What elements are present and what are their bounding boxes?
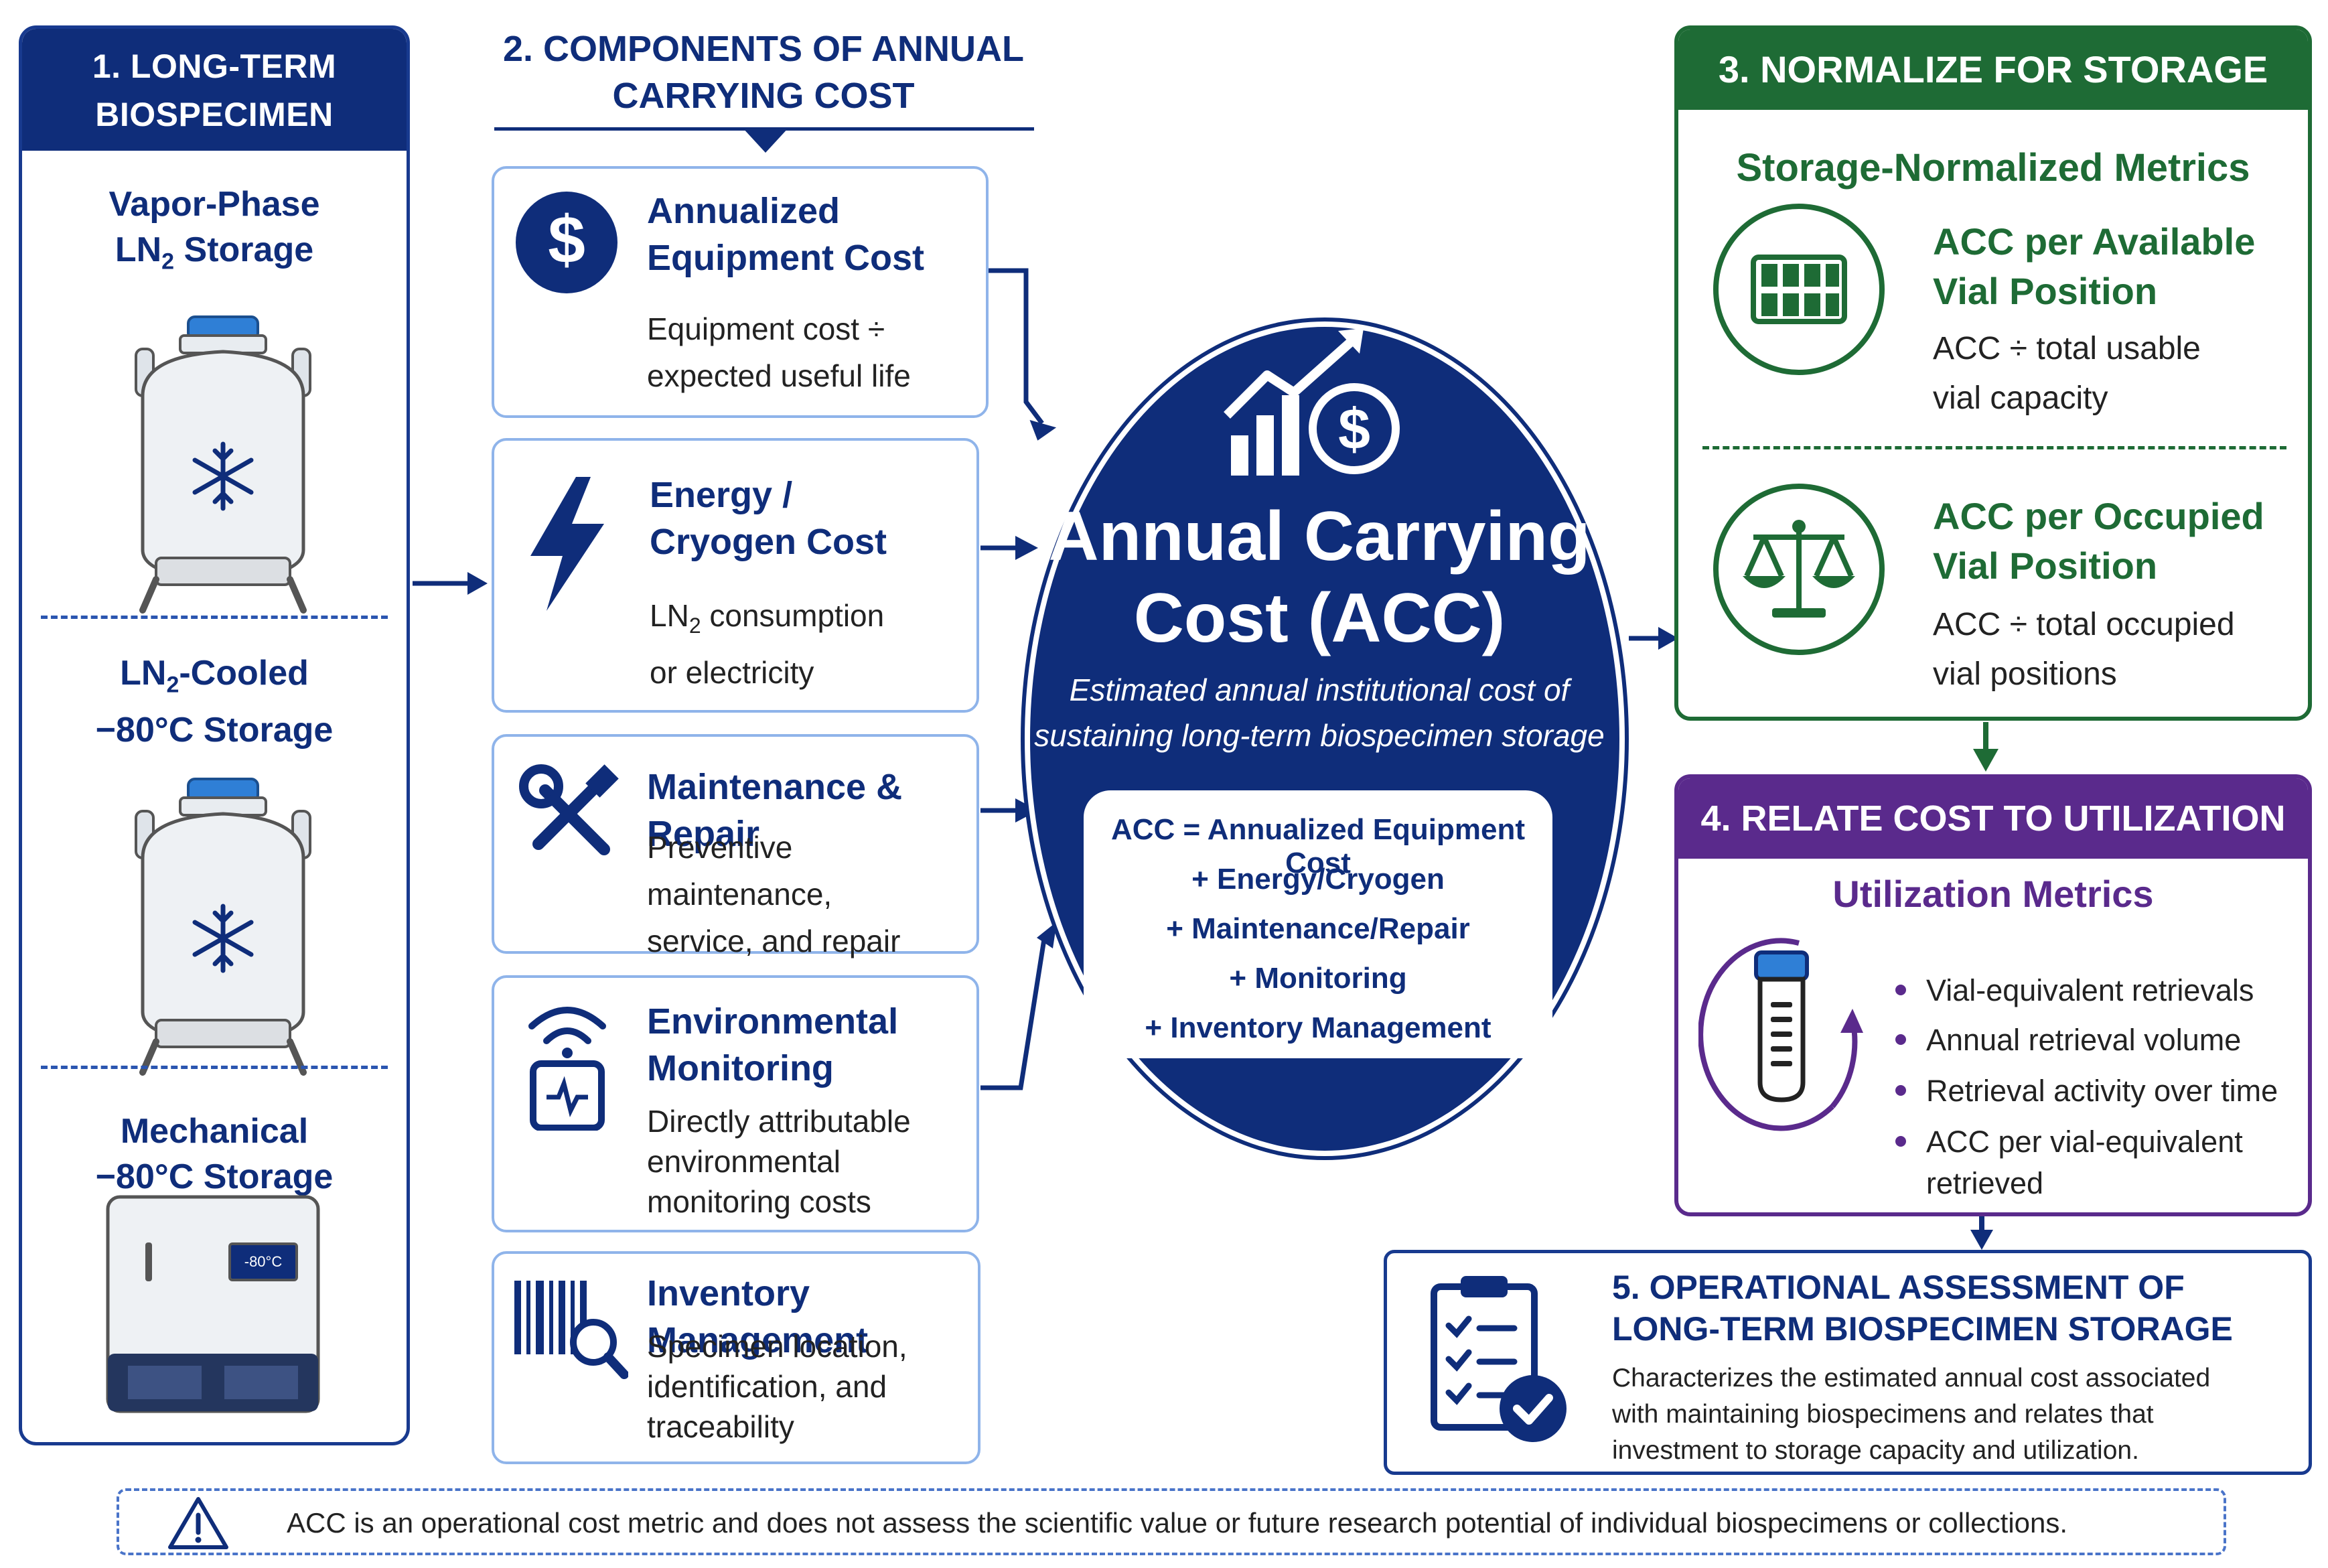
storage-panel: 1. LONG-TERM BIOSPECIMEN STORAGE Vapor-P… — [19, 25, 410, 1445]
normalize-subheader: Storage-Normalized Metrics — [1736, 146, 2250, 190]
footer-disclaimer: ACC is an operational cost metric and do… — [117, 1488, 2226, 1555]
equipment-cost-desc: Equipment cost ÷ expected useful life — [647, 311, 911, 393]
tools-icon — [519, 764, 619, 855]
component-connector-arrows — [980, 268, 1057, 1090]
normalize-panel: 3. NORMALIZE FOR STORAGE SCALE Storage-N… — [1674, 25, 2312, 721]
utilization-bullet: ACC per vial-equivalent — [1895, 1121, 2243, 1163]
cost-growth-icon: $ — [1224, 328, 1400, 476]
dollar-icon: $ — [516, 192, 617, 293]
formula-line: + Maintenance/Repair — [1166, 912, 1470, 945]
energy-cost-desc: LN2 consumption or electricity — [650, 598, 885, 691]
normalize-panel-header: 3. NORMALIZE FOR STORAGE SCALE — [1678, 29, 2308, 171]
ln2-tank-icon — [135, 315, 311, 614]
assessment-panel: 5. OPERATIONAL ASSESSMENT OF LONG-TERM B… — [1384, 1250, 2312, 1475]
formula-line: + Monitoring — [1229, 962, 1407, 995]
assessment-desc: Characterizes the estimated annual cost … — [1612, 1364, 2211, 1465]
mechanical-line1: Mechanical — [120, 1112, 309, 1151]
vapor-phase-line1: Vapor-Phase — [108, 185, 320, 224]
footer-text: ACC is an operational cost metric and do… — [287, 1507, 2068, 1539]
warning-icon — [168, 1497, 228, 1549]
acc-formula-box: ACC = Annualized Equipment Cost + Energy… — [1084, 790, 1552, 1058]
metric-occupied-desc: ACC ÷ total occupied vial positions — [1933, 607, 2235, 692]
storage-header-line1: 1. LONG-TERM — [92, 48, 337, 85]
mechanical-freezer-icon: -80°C — [101, 1193, 325, 1419]
arrow-utilization-to-assessment — [1970, 1216, 1993, 1250]
arrow-acc-to-normalize — [1629, 627, 1678, 650]
formula-line: + Energy/Cryogen — [1191, 863, 1445, 896]
storage-header-line2: BIOSPECIMEN STORAGE — [95, 96, 334, 182]
inventory-title: Inventory Management — [647, 1273, 869, 1360]
acc-title: Annual Carrying Cost (ACC) — [1048, 498, 1591, 657]
vial-retrieval-icon — [1698, 938, 1863, 1131]
assessment-title: 5. OPERATIONAL ASSESSMENT OF LONG-TERM B… — [1612, 1269, 2233, 1348]
inventory-desc: Specimen location, identification, and t… — [647, 1329, 907, 1444]
component-energy-cost: Energy / Cryogen Cost LN2 consumption or… — [492, 438, 979, 713]
ln2-cooled-line2: −80°C Storage — [95, 711, 334, 750]
metric-divider — [1702, 446, 2286, 449]
vapor-phase-line2: LN2 Storage — [115, 230, 314, 275]
monitoring-title: Environmental Monitoring — [647, 1001, 899, 1088]
freezer-display: -80°C — [228, 1242, 298, 1281]
maintenance-title: Maintenance & Repair — [647, 767, 903, 854]
utilization-bullet: Annual retrieval volume — [1895, 1019, 2241, 1061]
utilization-bullet: Retrieval activity over time — [1895, 1070, 2278, 1112]
monitoring-desc: Directly attributable environmental moni… — [647, 1104, 911, 1219]
components-header-line2: CARRYING COST — [612, 76, 915, 116]
vapor-phase-title: Vapor-Phase LN2 Storage — [22, 182, 407, 284]
metric-available-desc: ACC ÷ total usable vial capacity — [1933, 331, 2201, 416]
component-equipment-cost: $ Annualized Equipment Cost Equipment co… — [492, 166, 989, 418]
lightning-icon — [530, 477, 604, 611]
equipment-cost-title: Annualized Equipment Cost — [647, 191, 924, 278]
svg-text:$: $ — [548, 202, 585, 277]
acc-subtitle: Estimated annual institutional cost of s… — [1034, 672, 1605, 753]
monitor-icon — [528, 1007, 606, 1131]
arrow-normalize-to-utilization — [1973, 722, 1998, 772]
utilization-bullet-continued: retrieved — [1926, 1166, 2044, 1200]
utilization-panel-header: 4. RELATE COST TO UTILIZATION — [1678, 778, 2308, 859]
ln2-cooled-line1: LN2-Cooled — [120, 654, 309, 698]
utilization-panel: 4. RELATE COST TO UTILIZATION Utilizatio… — [1674, 774, 2312, 1216]
storage-divider — [41, 616, 388, 619]
mechanical-line2: −80°C Storage — [95, 1157, 334, 1196]
mechanical-title: Mechanical −80°C Storage — [22, 1109, 407, 1200]
component-inventory: Inventory Management Specimen location, … — [492, 1251, 980, 1464]
component-monitoring: Environmental Monitoring Directly attrib… — [492, 975, 979, 1232]
scale-icon — [1713, 484, 1885, 655]
components-header-line1: 2. COMPONENTS OF ANNUAL — [502, 29, 1025, 69]
svg-text:$: $ — [1338, 397, 1370, 461]
vial-rack-icon — [1713, 204, 1885, 375]
clipboard-check-icon — [1431, 1276, 1567, 1442]
components-header-pointer — [742, 127, 789, 153]
arrow-storage-to-components — [413, 572, 488, 595]
storage-divider — [41, 1066, 388, 1069]
storage-panel-header: 1. LONG-TERM BIOSPECIMEN STORAGE — [22, 29, 407, 182]
maintenance-desc: Preventive maintenance, service, and rep… — [647, 830, 901, 958]
formula-line: ACC = Annualized Equipment Cost — [1110, 813, 1526, 879]
utilization-bullet: Vial-equivalent retrievals — [1895, 970, 2254, 1011]
ln2-cooled-title: LN2-Cooled −80°C Storage — [22, 650, 407, 753]
components-header: 2. COMPONENTS OF ANNUAL CARRYING COST — [496, 25, 1031, 119]
barcode-icon — [514, 1281, 628, 1379]
utilization-subheader: Utilization Metrics — [1832, 873, 2154, 915]
ln2-cooled-tank-icon — [135, 778, 311, 1076]
energy-cost-title: Energy / Cryogen Cost — [650, 475, 887, 562]
formula-line: + Inventory Management — [1145, 1011, 1492, 1044]
metric-occupied-title: ACC per Occupied Vial Position — [1933, 495, 2264, 587]
metric-available-title: ACC per Available Vial Position — [1933, 220, 2256, 312]
component-maintenance: Maintenance & Repair Preventive maintena… — [492, 734, 979, 958]
